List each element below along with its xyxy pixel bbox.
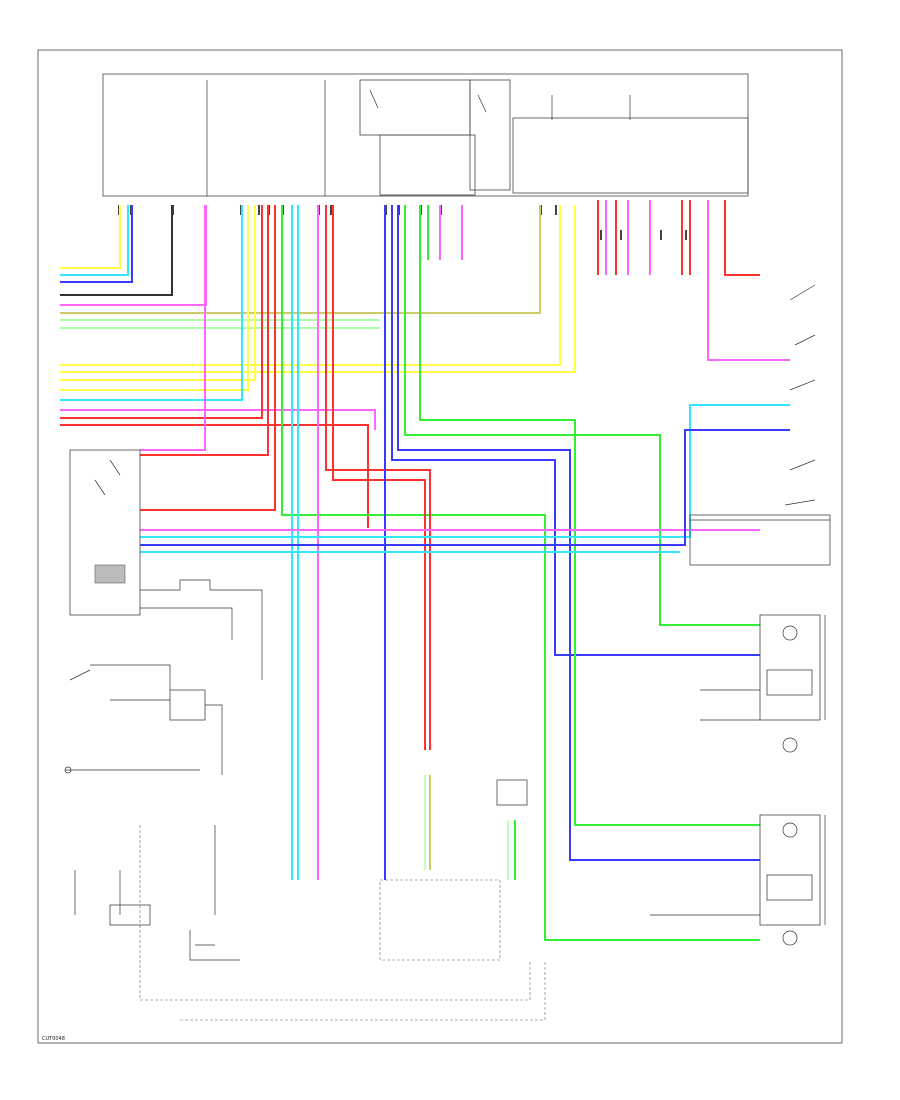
lower-left-relay: [69, 449, 263, 680]
main-relay-block: [102, 73, 749, 197]
block-pin-marks: [118, 205, 687, 240]
left-harness-wires: [60, 205, 576, 528]
left-switch: [64, 664, 223, 775]
right-column-wires: [140, 200, 790, 553]
upper-right-switches: [784, 284, 816, 506]
figure-code: CUT0048: [42, 1036, 65, 1042]
bottom-harness: [74, 825, 546, 1021]
diagram-border: [37, 49, 843, 1044]
vertical-trunk-wires: [140, 205, 760, 941]
joint-connector: [424, 775, 528, 880]
right-connector-stack: [650, 514, 831, 946]
